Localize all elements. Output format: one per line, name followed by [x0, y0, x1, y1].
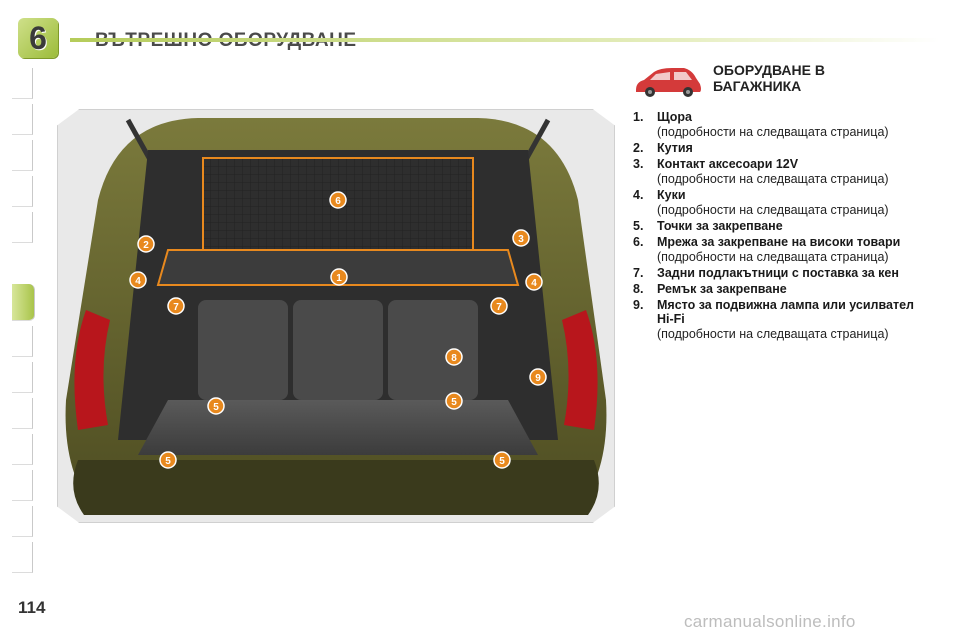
callouts: 1 2 3 4 4 5 5 5 5 6 7 7 8 9	[129, 191, 547, 469]
item-number: 3.	[633, 157, 644, 171]
section-title-line2: БАГАЖНИКА	[713, 78, 802, 94]
callout-5-c	[159, 451, 177, 469]
callout-4-left	[129, 271, 147, 289]
title-underline	[70, 38, 940, 42]
callout-1	[330, 268, 348, 286]
item-note: (подробности на следващата страница)	[657, 203, 889, 217]
callout-7-right-label: 7	[496, 302, 502, 313]
item-label: Щора	[657, 110, 692, 124]
section-title-line1: ОБОРУДВАНЕ В	[713, 62, 825, 78]
section-title: ОБОРУДВАНЕ В БАГАЖНИКА	[713, 62, 913, 94]
list-item: 1. Щора (подробности на следващата стран…	[633, 110, 933, 139]
item-note: (подробности на следващата страница)	[657, 172, 889, 186]
callout-8-label: 8	[451, 353, 457, 364]
boot-floor	[138, 400, 538, 455]
item-note: (подробности на следващата страница)	[657, 125, 889, 139]
item-number: 4.	[633, 188, 644, 202]
item-label: Задни подлакътници с поставка за кен	[657, 266, 899, 280]
side-tab-4[interactable]	[12, 176, 33, 207]
callout-4-right-label: 4	[531, 278, 537, 289]
list-item: 3. Контакт аксесоари 12V (подробности на…	[633, 157, 933, 186]
header: 6 ВЪТРЕШНО ОБОРУДВАНЕ	[0, 14, 960, 58]
callout-7-right	[490, 297, 508, 315]
list-item: 4. Куки (подробности на следващата стран…	[633, 188, 933, 217]
callout-9-label: 9	[535, 373, 541, 384]
item-number: 6.	[633, 235, 644, 249]
item-number: 1.	[633, 110, 644, 124]
callout-5-a	[207, 397, 225, 415]
callout-5-c-label: 5	[165, 456, 171, 467]
rear-seat-middle	[293, 300, 383, 400]
tail-light-right	[562, 310, 598, 430]
callout-5-d	[493, 451, 511, 469]
callout-5-d-label: 5	[499, 456, 505, 467]
list-item: 2. Кутия	[633, 141, 933, 155]
item-label: Контакт аксесоари 12V	[657, 157, 799, 171]
item-number: 8.	[633, 282, 644, 296]
side-tab-5[interactable]	[12, 212, 33, 243]
item-number: 2.	[633, 141, 644, 155]
car-icon	[636, 68, 701, 97]
side-tab-12[interactable]	[12, 506, 33, 537]
callout-1-label: 1	[336, 273, 342, 284]
item-note: (подробности на следващата страница)	[657, 327, 889, 341]
side-tab-3[interactable]	[12, 140, 33, 171]
side-tab-strip	[12, 68, 35, 578]
list-item: 7. Задни подлакътници с поставка за кен	[633, 266, 933, 280]
boot-drawing: 1 2 3 4 4 5 5 5 5 6 7 7 8 9	[65, 118, 607, 515]
side-tab-10[interactable]	[12, 434, 33, 465]
boot-illustration: 1 2 3 4 4 5 5 5 5 6 7 7 8 9	[57, 109, 615, 523]
callout-7-left	[167, 297, 185, 315]
side-tab-7[interactable]	[12, 326, 33, 357]
callout-3-label: 3	[518, 234, 524, 245]
list-item: 5. Точки за закрепване	[633, 219, 933, 233]
item-label: Мрежа за закрепване на високи товари	[657, 235, 901, 249]
item-label: Точки за закрепване	[657, 219, 783, 233]
side-tab-1[interactable]	[12, 68, 33, 99]
page-number: 114	[18, 598, 46, 617]
callout-6	[329, 191, 347, 209]
item-note: (подробности на следващата страница)	[657, 250, 889, 264]
item-number: 7.	[633, 266, 644, 280]
chapter-tab[interactable]: 6	[18, 18, 58, 58]
item-label: Кутия	[657, 141, 693, 155]
load-cover	[156, 249, 520, 286]
callout-5-b-label: 5	[451, 397, 457, 408]
rear-seat-left	[198, 300, 288, 400]
side-tab-8[interactable]	[12, 362, 33, 393]
chapter-number: 6	[29, 20, 47, 56]
callout-7-left-label: 7	[173, 302, 179, 313]
callout-4-left-label: 4	[135, 276, 141, 287]
list-item: 8. Ремък за закрепване	[633, 282, 933, 296]
list-item: 9. Място за подвижна лампа или усилвател…	[633, 298, 933, 341]
tail-light-left	[74, 310, 110, 430]
side-tab-9[interactable]	[12, 398, 33, 429]
rear-bumper	[73, 460, 599, 515]
callout-6-label: 6	[335, 196, 341, 207]
callout-5-a-label: 5	[213, 402, 219, 413]
callout-4-right	[525, 273, 543, 291]
item-label: Място за подвижна лампа или усилвател Hi…	[657, 298, 914, 326]
callout-2	[137, 235, 155, 253]
side-tab-13[interactable]	[12, 542, 33, 573]
feature-list: 1. Щора (подробности на следващата стран…	[633, 110, 933, 343]
side-tab-2[interactable]	[12, 104, 33, 135]
item-number: 9.	[633, 298, 644, 312]
rear-seat-right	[388, 300, 478, 400]
callout-9	[529, 368, 547, 386]
watermark: carmanualsonline.info	[684, 612, 856, 631]
callout-5-b	[445, 392, 463, 410]
side-tab-6-active[interactable]	[12, 284, 35, 321]
callout-8	[445, 348, 463, 366]
list-item: 6. Мрежа за закрепване на високи товари …	[633, 235, 933, 264]
item-label: Куки	[657, 188, 686, 202]
callout-3	[512, 229, 530, 247]
callout-2-label: 2	[143, 240, 149, 251]
item-number: 5.	[633, 219, 644, 233]
item-label: Ремък за закрепване	[657, 282, 787, 296]
side-tab-11[interactable]	[12, 470, 33, 501]
